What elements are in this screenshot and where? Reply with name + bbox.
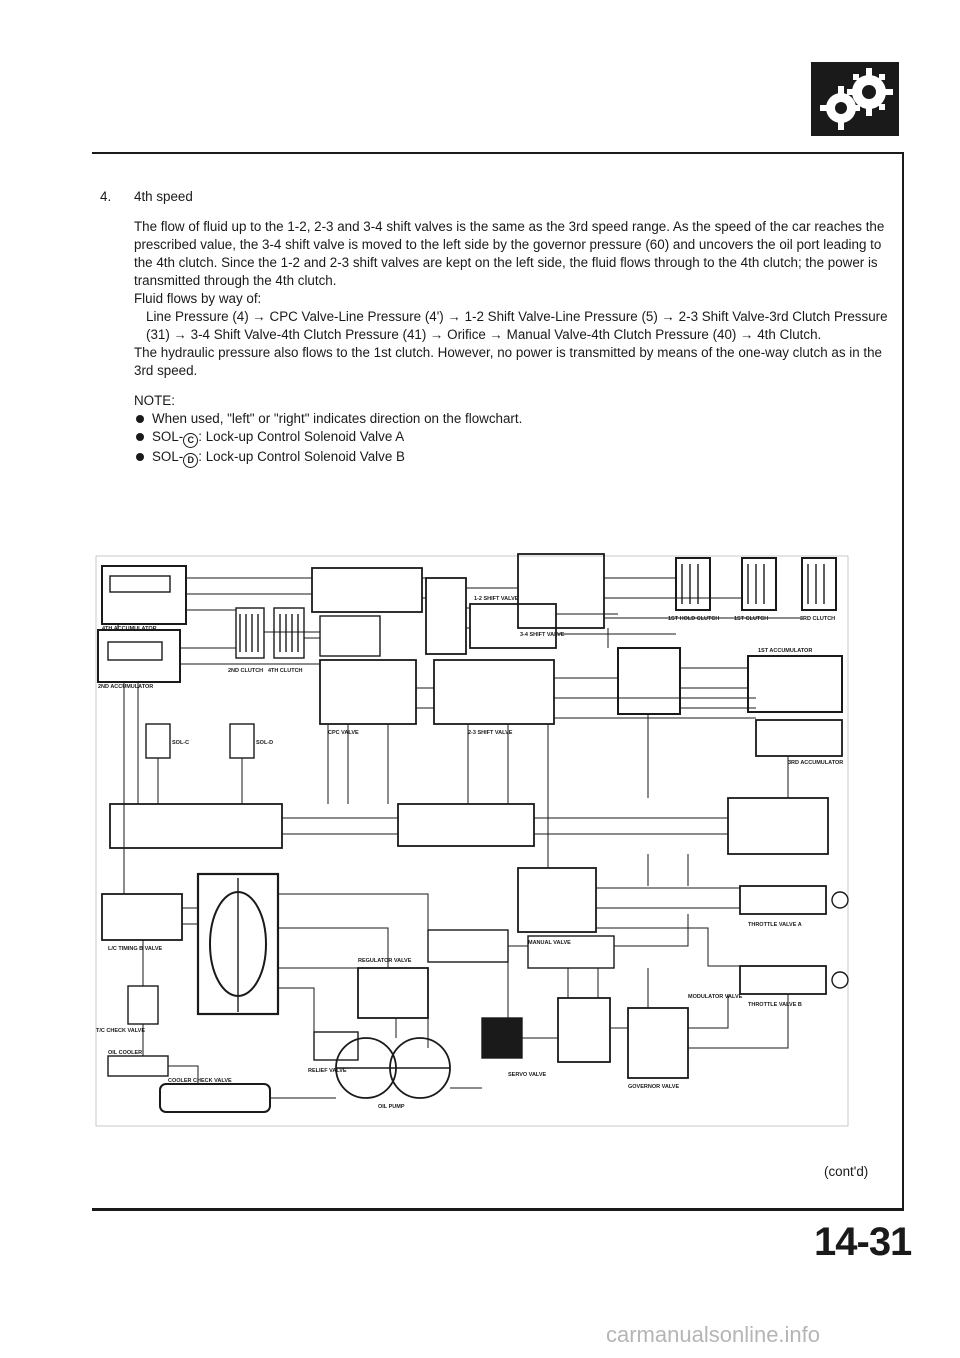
label-modulator-valve: MODULATOR VALVE: [688, 994, 743, 1000]
section-body: The flow of fluid up to the 1-2, 2-3 and…: [134, 218, 890, 380]
label-3-4-shift-valve: 3-4 SHIFT VALVE: [520, 632, 565, 638]
label-relief-valve: RELIEF VALVE: [308, 1068, 347, 1074]
label-servo-valve: SERVO VALVE: [508, 1072, 547, 1078]
label-oil-cooler: OIL COOLER: [108, 1050, 142, 1056]
text-section: 4. 4th speed The flow of fluid up to the…: [100, 188, 890, 468]
continued-note: (cont'd): [824, 1164, 869, 1179]
label-governor-valve: GOVERNOR VALVE: [628, 1084, 679, 1090]
hydraulic-flow-diagram: 4TH ACCUMULATOR 2ND ACCUMULATOR 2ND CLUT…: [88, 548, 858, 1133]
note-item-2-prefix: SOL-: [152, 429, 184, 444]
note-item-2: SOL-C: Lock-up Control Solenoid Valve A: [134, 428, 890, 448]
section-heading: 4. 4th speed: [100, 188, 890, 206]
transmission-gear-logo: [811, 62, 899, 136]
label-manual-valve: MANUAL VALVE: [528, 940, 571, 946]
circled-letter-c: C: [183, 433, 199, 448]
label-1st-hold-clutch: 1ST HOLD CLUTCH: [668, 616, 719, 622]
label-lc-timing-b-valve: L/C TIMING B VALVE: [108, 946, 163, 952]
gear-icon: [811, 62, 899, 136]
note-item-3-prefix: SOL-: [152, 449, 184, 464]
label-2nd-accumulator: 2ND ACCUMULATOR: [98, 684, 153, 690]
frame-top-rule: [92, 152, 904, 154]
note-item-1-text: When used, "left" or "right" indicates d…: [152, 411, 523, 426]
label-2nd-clutch: 2ND CLUTCH: [228, 668, 263, 674]
label-3rd-accumulator: 3RD ACCUMULATOR: [788, 760, 843, 766]
paragraph-2-intro: Fluid flows by way of:: [134, 291, 262, 306]
label-1st-clutch: 1ST CLUTCH: [734, 616, 768, 622]
label-throttle-valve-b: THROTTLE VALVE B: [748, 1002, 802, 1008]
label-sol-c: SOL-C: [172, 740, 189, 746]
label-tc-check-valve: T/C CHECK VALVE: [96, 1028, 145, 1034]
note-block: NOTE: When used, "left" or "right" indic…: [134, 392, 890, 468]
label-cooler-check-valve: COOLER CHECK VALVE: [168, 1078, 232, 1084]
note-item-3-text: : Lock-up Control Solenoid Valve B: [198, 449, 405, 464]
label-oil-pump: OIL PUMP: [378, 1104, 405, 1110]
section-title: 4th speed: [134, 189, 193, 204]
page-number: 14-31: [814, 1220, 912, 1264]
paragraph-1: The flow of fluid up to the 1-2, 2-3 and…: [134, 219, 885, 288]
label-4th-accumulator: 4TH ACCUMULATOR: [102, 626, 157, 632]
note-item-2-text: : Lock-up Control Solenoid Valve A: [198, 429, 405, 444]
label-throttle-valve-a: THROTTLE VALVE A: [748, 922, 802, 928]
label-1-2-shift-valve: 1-2 SHIFT VALVE: [474, 596, 519, 602]
circled-letter-d: D: [183, 453, 199, 468]
note-title: NOTE:: [134, 393, 175, 408]
hydraulic-circuit-svg: 4TH ACCUMULATOR 2ND ACCUMULATOR 2ND CLUT…: [95, 553, 849, 1127]
section-number: 4.: [100, 189, 112, 204]
label-1st-accumulator: 1ST ACCUMULATOR: [758, 648, 812, 654]
label-3rd-clutch: 3RD CLUTCH: [800, 616, 835, 622]
note-item-3: SOL-D: Lock-up Control Solenoid Valve B: [134, 448, 890, 468]
frame-bottom-rule: [92, 1208, 904, 1211]
label-sol-d: SOL-D: [256, 740, 273, 746]
label-4th-clutch: 4TH CLUTCH: [268, 668, 303, 674]
label-cpc-valve: CPC VALVE: [328, 730, 359, 736]
watermark: carmanualsonline.info: [606, 1322, 821, 1347]
label-regulator-valve: REGULATOR VALVE: [358, 958, 412, 964]
frame-right-rule: [902, 152, 904, 1210]
paragraph-3: The hydraulic pressure also flows to the…: [134, 345, 883, 378]
fluid-flow-path: Line Pressure (4) → CPC Valve-Line Press…: [146, 309, 888, 342]
note-item-1: When used, "left" or "right" indicates d…: [134, 410, 890, 428]
label-2-3-shift-valve: 2-3 SHIFT VALVE: [468, 730, 513, 736]
